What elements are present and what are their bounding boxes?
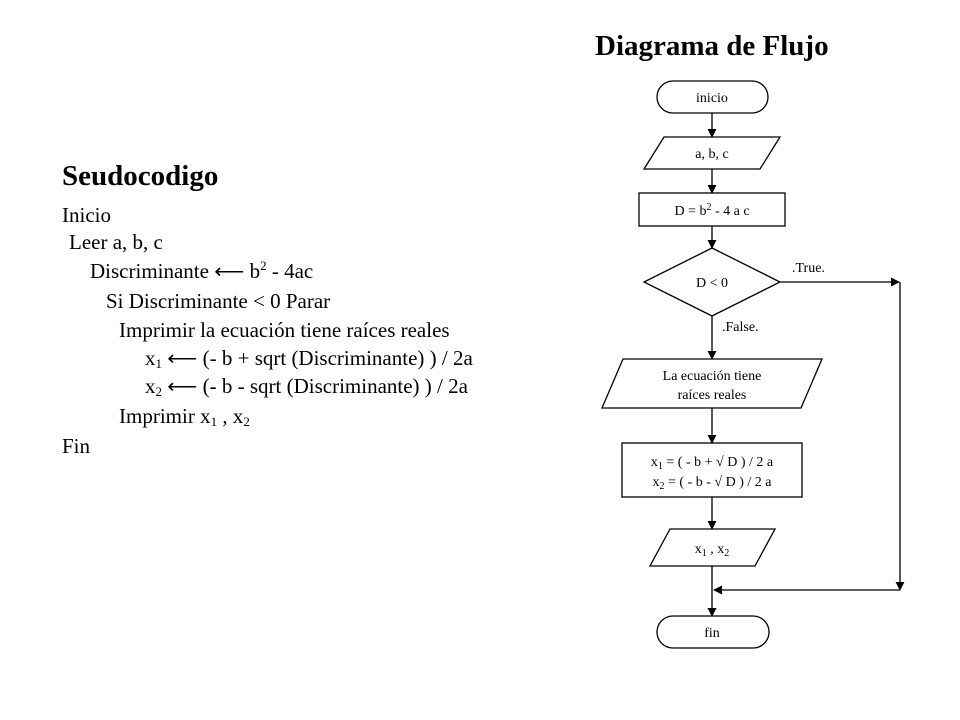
pseudo-line-fin: Fin bbox=[62, 434, 91, 458]
process-label: D = b2 - 4 a c bbox=[674, 202, 749, 219]
flowchart-title: Diagrama de Flujo bbox=[595, 30, 829, 62]
pseudocode-title: Seudocodigo bbox=[62, 160, 219, 192]
end-terminal bbox=[656, 615, 770, 649]
calc-line-2: x2 = ( - b - √ D ) / 2 a bbox=[653, 475, 773, 492]
process-discriminant-box bbox=[638, 192, 786, 227]
output-label: x1 , x2 bbox=[695, 542, 730, 559]
pseudo-line-si: Si Discriminante < 0 Parar bbox=[106, 289, 331, 313]
decision-label: D < 0 bbox=[696, 276, 728, 291]
start-terminal bbox=[656, 80, 769, 114]
decision-diamond bbox=[642, 247, 782, 317]
calculation-box bbox=[621, 442, 803, 498]
input-label: a, b, c bbox=[695, 147, 728, 162]
start-label: inicio bbox=[696, 91, 728, 106]
message-line-1: La ecuación tiene bbox=[663, 369, 762, 384]
pseudo-line-imprimir-msg: Imprimir la ecuación tiene raíces reales bbox=[119, 318, 450, 342]
pseudo-line-x2: x2 ⟵ (- b - sqrt (Discriminante) ) / 2a bbox=[145, 374, 468, 399]
pseudo-line-leer: Leer a, b, c bbox=[69, 230, 163, 254]
pseudo-line-x1: x1 ⟵ (- b + sqrt (Discriminante) ) / 2a bbox=[145, 346, 473, 371]
input-parallelogram bbox=[642, 136, 782, 170]
output-parallelogram bbox=[648, 528, 777, 567]
pseudo-line-imprimir-x: Imprimir x1 , x2 bbox=[119, 404, 250, 429]
message-line-2: raíces reales bbox=[678, 388, 747, 403]
true-branch-label: .True. bbox=[792, 261, 825, 276]
false-branch-label: .False. bbox=[722, 320, 759, 335]
calc-line-1: x1 = ( - b + √ D ) / 2 a bbox=[651, 455, 774, 472]
end-label: fin bbox=[704, 626, 720, 641]
pseudo-line-inicio: Inicio bbox=[62, 203, 111, 227]
pseudo-line-discriminante: Discriminante ⟵ b2 - 4ac bbox=[90, 258, 314, 283]
message-parallelogram bbox=[601, 358, 823, 409]
